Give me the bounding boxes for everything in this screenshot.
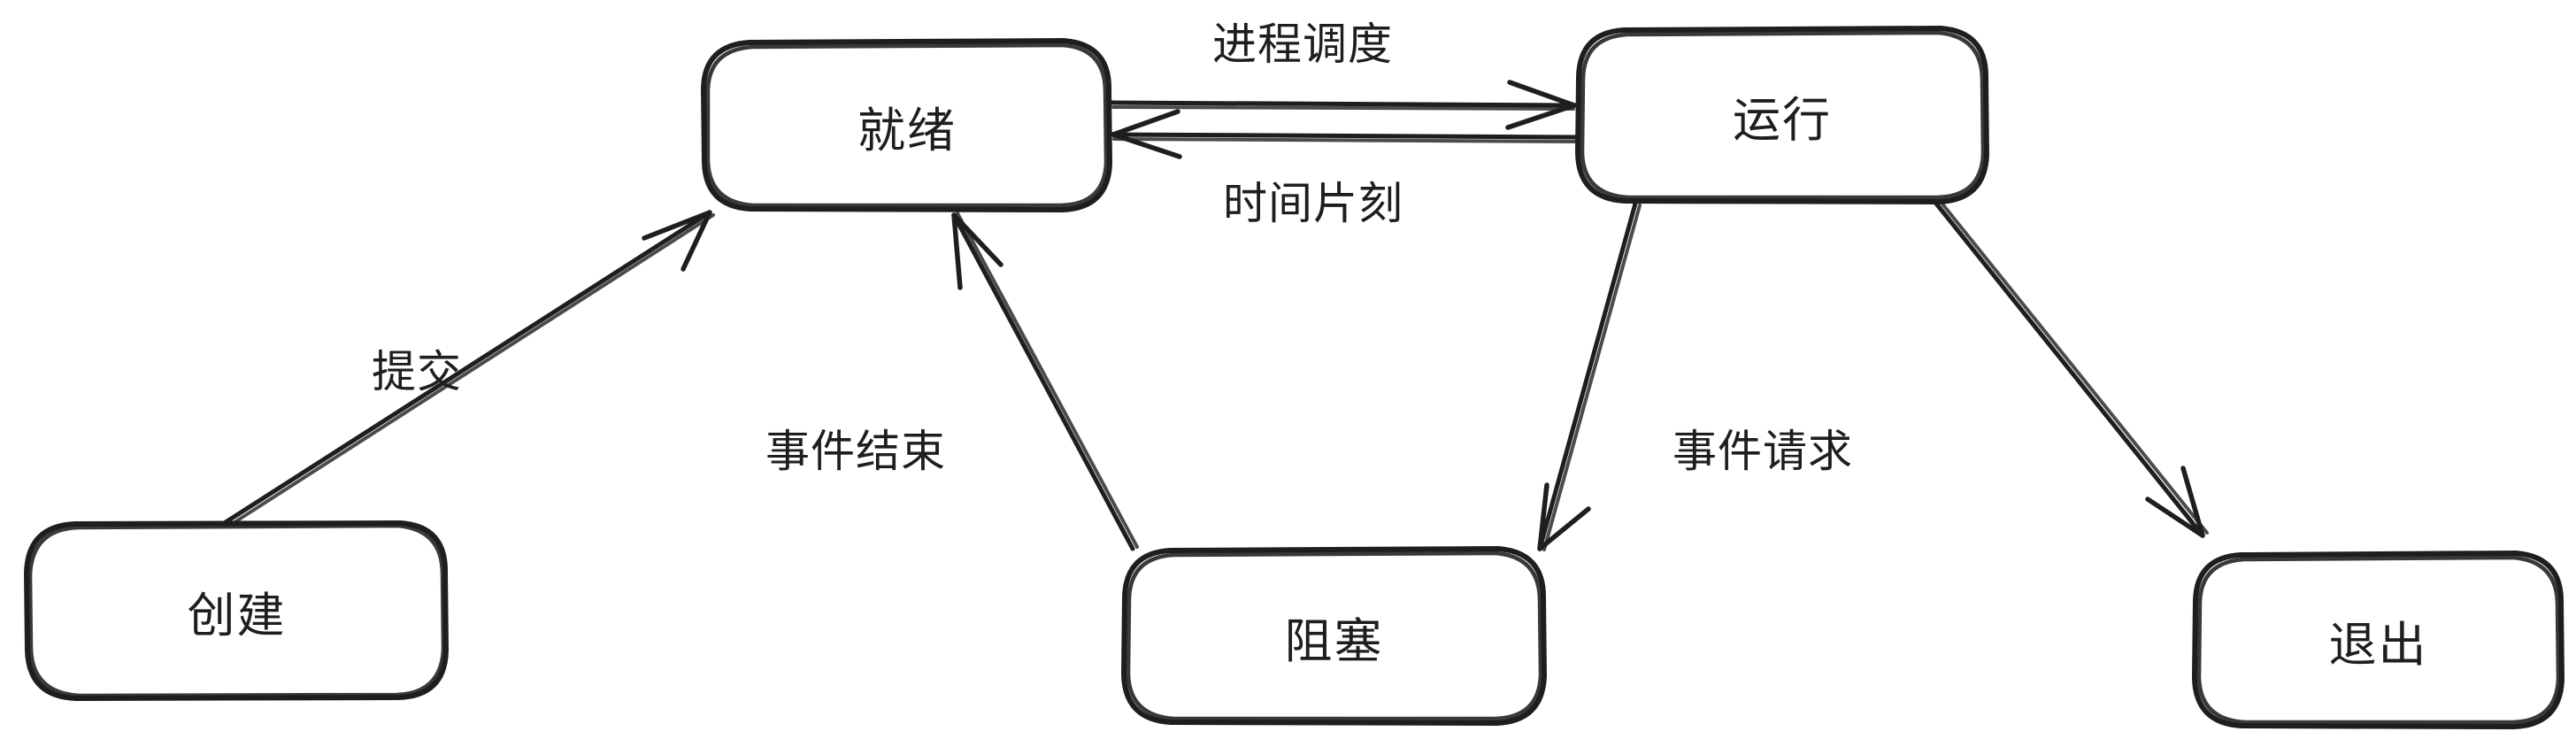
node-shape-exit[interactable] — [2192, 551, 2564, 729]
edge-create-to-ready — [223, 210, 715, 526]
edge-ready-to-running — [1109, 80, 1577, 130]
node-ready[interactable] — [704, 41, 1111, 211]
node-shape-blocked[interactable] — [1121, 546, 1547, 726]
node-blocked[interactable] — [1124, 549, 1544, 724]
node-shape-create[interactable] — [24, 520, 449, 701]
edge-running-to-ready — [1111, 109, 1579, 159]
edge-running-to-exit — [1934, 200, 2209, 538]
node-exit[interactable] — [2195, 553, 2562, 727]
node-create[interactable] — [27, 522, 447, 699]
edge-blocked-to-ready — [951, 212, 1139, 551]
node-shape-ready[interactable] — [701, 38, 1112, 212]
node-running[interactable] — [1578, 28, 1987, 203]
edge-running-to-blocked — [1537, 201, 1642, 551]
